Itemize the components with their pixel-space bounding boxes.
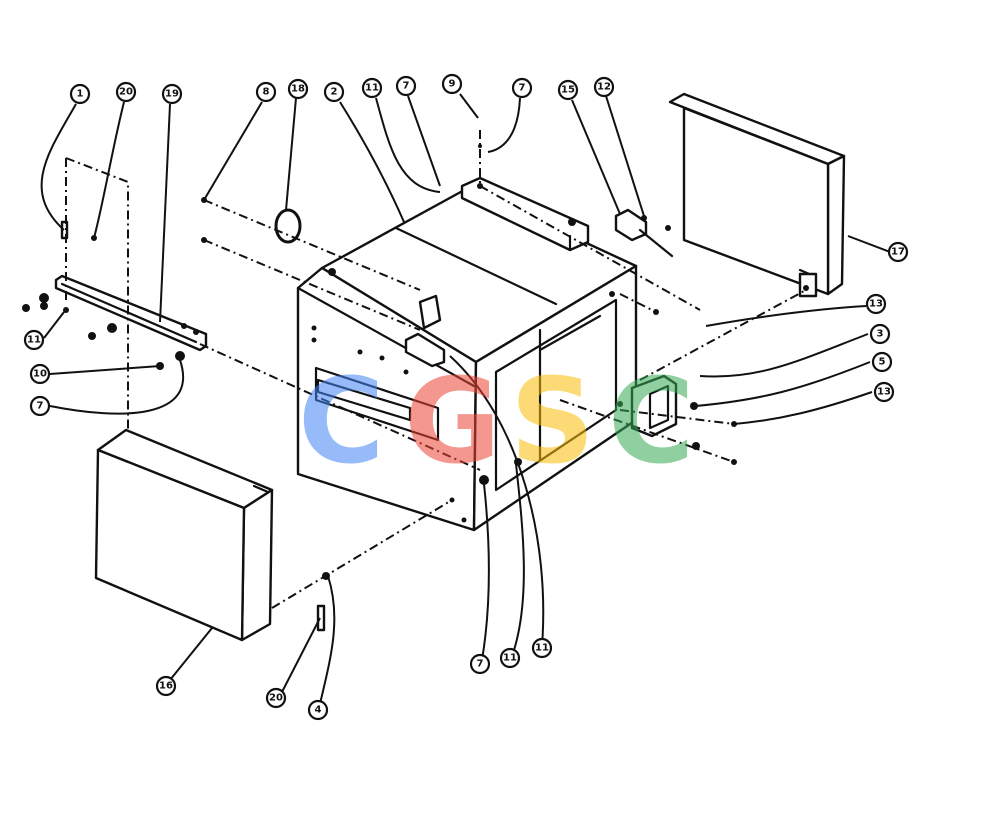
svg-text:19: 19	[165, 89, 179, 100]
svg-text:5: 5	[879, 357, 886, 368]
callout-1: 1	[69, 83, 91, 105]
callout-2: 2	[323, 81, 345, 103]
svg-text:1: 1	[77, 89, 84, 100]
back-cover-17	[668, 92, 846, 298]
leader-lines	[40, 93, 891, 705]
svg-text:9: 9	[449, 79, 456, 90]
gasket-18	[274, 208, 302, 244]
svg-text:3: 3	[877, 329, 884, 340]
callout-15: 15	[557, 79, 579, 101]
callout-8: 8	[255, 81, 277, 103]
right-bracket-part-3	[630, 374, 678, 438]
svg-text:4: 4	[315, 705, 322, 716]
callout-16: 16	[155, 675, 177, 697]
svg-text:7: 7	[403, 81, 410, 92]
callout-11: 11	[499, 647, 521, 669]
callout-7: 7	[511, 77, 533, 99]
svg-text:10: 10	[33, 369, 47, 380]
svg-text:11: 11	[365, 83, 379, 94]
svg-text:11: 11	[27, 335, 41, 346]
watermark-letter-2: G	[404, 352, 501, 490]
callout-13: 13	[865, 293, 887, 315]
callout-20: 20	[115, 81, 137, 103]
callout-11: 11	[361, 77, 383, 99]
callout-7: 7	[29, 395, 51, 417]
callout-13: 13	[873, 381, 895, 403]
callout-19: 19	[161, 83, 183, 105]
svg-text:16: 16	[159, 681, 173, 692]
svg-text:7: 7	[519, 83, 526, 94]
front-cover-16	[94, 428, 274, 642]
watermark-letter-3: S	[510, 352, 595, 490]
callout-3: 3	[869, 323, 891, 345]
assembly-centerlines	[65, 130, 807, 609]
callout-4: 4	[307, 699, 329, 721]
callout-17: 17	[887, 241, 909, 263]
watermark-letter-4: C	[608, 352, 695, 490]
callout-9: 9	[441, 73, 463, 95]
watermark-letter-1: C	[298, 352, 385, 490]
callout-7: 7	[395, 75, 417, 97]
svg-text:11: 11	[503, 653, 517, 664]
callouts: 1 20 19 8 18 2 11 7 9 7 15 12 17 13 3 5 …	[23, 73, 909, 721]
callout-7: 7	[469, 653, 491, 675]
svg-text:2: 2	[331, 87, 338, 98]
svg-text:20: 20	[269, 693, 283, 704]
callout-11: 11	[23, 329, 45, 351]
latch-plate	[404, 294, 446, 368]
svg-text:12: 12	[597, 82, 611, 93]
svg-text:15: 15	[561, 85, 575, 96]
svg-text:7: 7	[477, 659, 484, 670]
svg-text:7: 7	[37, 401, 44, 412]
svg-text:20: 20	[119, 87, 133, 98]
top-bracket	[460, 176, 590, 252]
watermark: C G S C	[298, 352, 695, 490]
left-rail	[54, 274, 208, 352]
svg-text:13: 13	[877, 387, 891, 398]
callout-5: 5	[871, 351, 893, 373]
callout-20: 20	[265, 687, 287, 709]
callout-11: 11	[531, 637, 553, 659]
callout-10: 10	[29, 363, 51, 385]
callout-12: 12	[593, 76, 615, 98]
part-15-assembly	[614, 208, 674, 258]
svg-text:13: 13	[869, 299, 883, 310]
callout-18: 18	[287, 78, 309, 100]
svg-text:18: 18	[291, 84, 305, 95]
svg-text:17: 17	[891, 247, 905, 258]
svg-text:8: 8	[263, 87, 270, 98]
svg-text:11: 11	[535, 643, 549, 654]
